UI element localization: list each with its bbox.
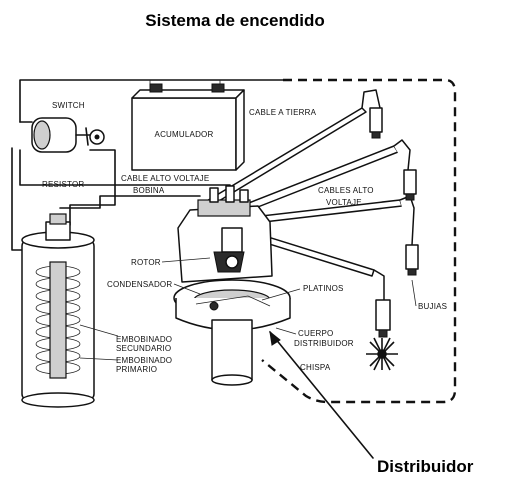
diagram-title: Sistema de encendido	[145, 11, 325, 30]
label-condensador: CONDENSADOR	[107, 280, 172, 289]
battery	[131, 83, 245, 171]
label-cable-alto-voltaje: CABLE ALTO VOLTAJE	[121, 174, 209, 183]
label-embobinado-primario-2: PRIMARIO	[116, 365, 157, 374]
leader-bujias	[411, 279, 417, 307]
callout-distribuidor: Distribuidor	[377, 457, 474, 476]
label-cable-a-tierra: CABLE A TIERRA	[249, 108, 317, 117]
label-resistor: RESISTOR	[42, 180, 84, 189]
distributor	[173, 185, 291, 386]
callout-arrowhead	[269, 330, 281, 346]
ground-boundary-dashed	[261, 78, 457, 404]
label-rotor: ROTOR	[131, 258, 161, 267]
ignition-switch	[31, 117, 105, 153]
label-cables-voltaje: VOLTAJE	[326, 198, 362, 207]
callout-arrow	[269, 331, 374, 459]
leader-rotor	[161, 257, 211, 263]
label-cuerpo: CUERPO	[298, 329, 333, 338]
label-cables-alto: CABLES ALTO	[318, 186, 374, 195]
high-voltage-cables	[199, 89, 415, 300]
label-embobinado-secundario-2: SECUNDARIO	[116, 344, 171, 353]
label-embobinado-primario: EMBOBINADO	[116, 356, 172, 365]
spark-icon	[366, 337, 398, 371]
label-bobina: BOBINA	[133, 186, 165, 195]
ignition-coil	[21, 213, 95, 408]
spark-plugs	[369, 107, 419, 338]
label-bujias: BUJIAS	[418, 302, 447, 311]
label-acumulador: ACUMULADOR	[155, 130, 214, 139]
label-chispa: CHISPA	[300, 363, 331, 372]
leader-condensador	[173, 283, 201, 295]
label-embobinado-secundario: EMBOBINADO	[116, 335, 172, 344]
leader-cuerpo	[275, 327, 297, 335]
label-platinos: PLATINOS	[303, 284, 344, 293]
wiring	[11, 79, 286, 251]
leader-platinos	[261, 288, 301, 301]
label-distribuidor: DISTRIBUIDOR	[294, 339, 354, 348]
leader-primario	[79, 357, 119, 361]
label-switch: SWITCH	[52, 101, 85, 110]
leader-secundario	[79, 324, 119, 337]
